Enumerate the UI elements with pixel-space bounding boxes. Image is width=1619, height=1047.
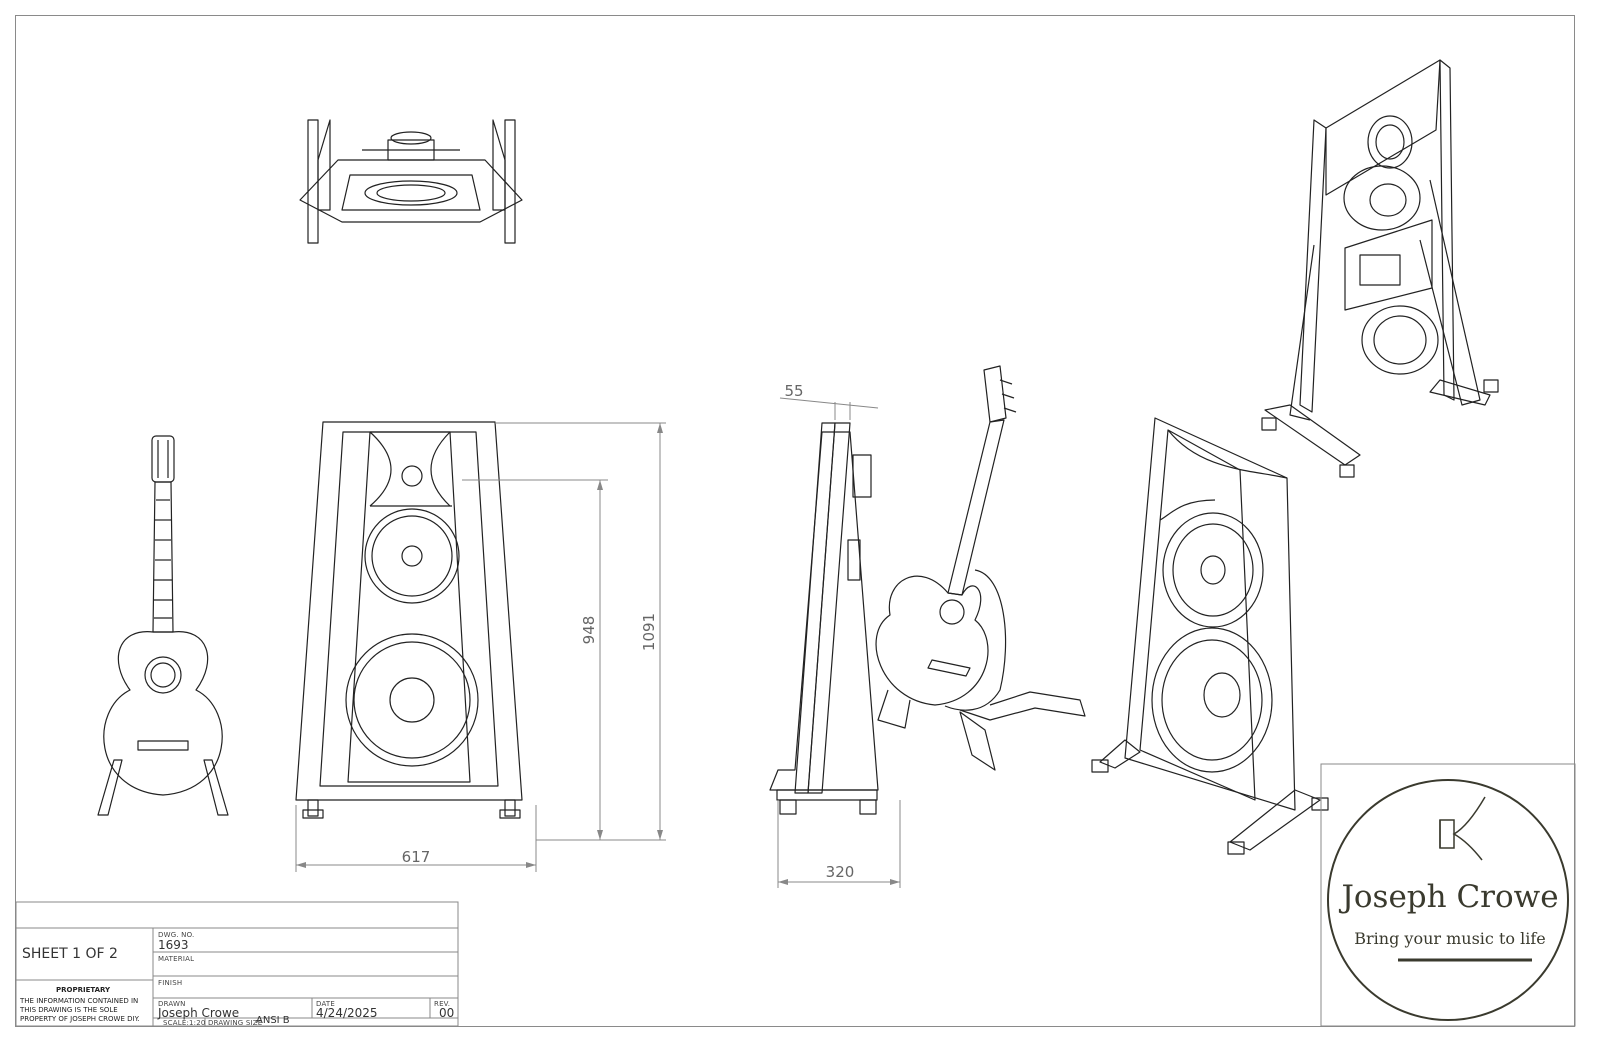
drawing-size-label: DRAWING SIZE <box>208 1019 263 1027</box>
guitar-front-view <box>97 435 229 816</box>
proprietary-heading: PROPRIETARY <box>56 986 111 994</box>
material-label: MATERIAL <box>158 955 195 963</box>
logo-mark <box>1439 796 1486 861</box>
scale-value: SCALE:1:20 <box>163 1019 206 1027</box>
dim-height-inner: 948 <box>580 616 598 645</box>
logo-name: Joseph Crowe <box>1338 879 1558 915</box>
finish-label: FINISH <box>158 979 183 987</box>
speaker-front-view <box>295 421 523 819</box>
sheet-number: SHEET 1 OF 2 <box>22 946 118 962</box>
dim-baffle-thickness: 55 <box>784 382 803 400</box>
title-block-grid <box>15 901 459 1027</box>
guitar-isometric-view <box>875 365 1086 771</box>
dim-depth-side: 320 <box>826 863 855 881</box>
logo-tagline: Bring your music to life <box>1354 929 1546 948</box>
proprietary-notice: THE INFORMATION CONTAINED IN THIS DRAWIN… <box>20 997 140 1024</box>
speaker-side-view <box>769 422 879 815</box>
dim-height-total: 1091 <box>640 613 658 651</box>
sheet-border <box>15 15 1575 1027</box>
drawn-by-value: Joseph Crowe <box>158 1006 240 1020</box>
top-view <box>299 119 523 244</box>
proprietary-line-1: THE INFORMATION CONTAINED IN <box>20 997 139 1005</box>
logo: Joseph Crowe Bring your music to life <box>1320 763 1576 1027</box>
proprietary-line-2: THIS DRAWING IS THE SOLE <box>20 1006 118 1014</box>
logo-circle <box>1327 779 1569 1021</box>
dimension-arrows <box>296 423 900 885</box>
dwg-no-value: 1693 <box>158 938 189 952</box>
proprietary-line-3: PROPERTY OF JOSEPH CROWE DIY. <box>20 1015 140 1023</box>
speaker-isometric-front <box>1091 417 1329 855</box>
dim-width-front: 617 <box>402 848 431 866</box>
date-value: 4/24/2025 <box>316 1006 378 1020</box>
dimension-lines <box>295 397 901 888</box>
drawing-size-value: ANSI B <box>256 1015 290 1026</box>
date-label: DATE <box>316 1000 336 1008</box>
rev-label: REV. <box>434 1000 451 1008</box>
speaker-isometric-rear <box>1261 59 1499 478</box>
rev-value: 00 <box>439 1006 455 1020</box>
drawn-label: DRAWN <box>158 1000 186 1008</box>
dwg-no-label: DWG. NO. <box>158 931 195 939</box>
